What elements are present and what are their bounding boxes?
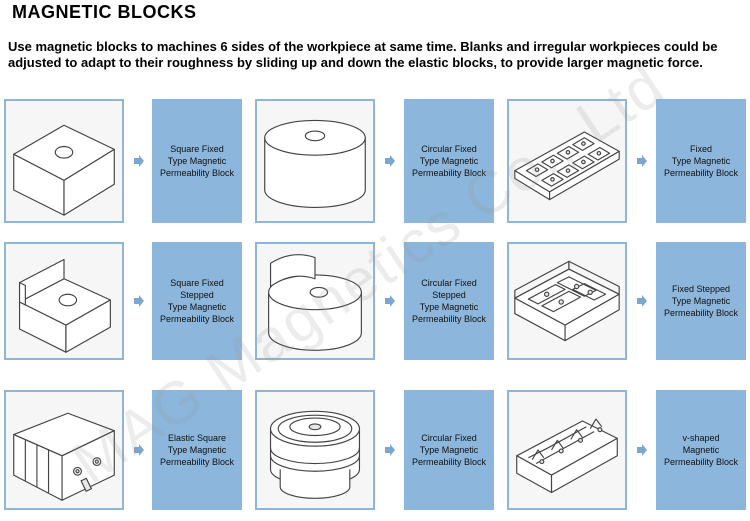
arrow-icon xyxy=(637,155,647,167)
stepped-square-block-icon xyxy=(18,258,111,353)
arrow-icon xyxy=(385,295,395,307)
arrow-icon xyxy=(134,295,144,307)
product-image-4 xyxy=(4,242,124,360)
page-title: MAGNETIC BLOCKS xyxy=(12,2,197,22)
product-label-4: Square Fixed Stepped Type Magnetic Perme… xyxy=(152,242,242,360)
arrow-icon xyxy=(385,444,395,456)
round-block-icon xyxy=(264,119,366,208)
ringed-round-block-icon xyxy=(269,410,361,499)
stepped-plate-block-icon xyxy=(514,260,620,342)
product-image-2 xyxy=(255,99,375,223)
arrow-icon xyxy=(134,155,144,167)
product-image-5 xyxy=(255,242,375,360)
description-text: Use magnetic blocks to machines 6 sides … xyxy=(8,39,718,70)
product-label-1: Square Fixed Type Magnetic Permeability … xyxy=(152,99,242,223)
product-image-1 xyxy=(4,99,124,223)
elastic-square-block-icon xyxy=(13,412,115,501)
multi-pole-block-icon xyxy=(514,131,620,201)
product-image-8 xyxy=(255,390,375,510)
stepped-round-block-icon xyxy=(268,254,362,351)
product-image-7 xyxy=(4,390,124,510)
product-label-3: Fixed Type Magnetic Permeability Block xyxy=(656,99,746,223)
product-label-7: Elastic Square Type Magnetic Permeabilit… xyxy=(152,390,242,510)
product-label-6: Fixed Stepped Type Magnetic Permeability… xyxy=(656,242,746,360)
arrow-icon xyxy=(134,444,144,456)
product-image-9 xyxy=(507,390,627,510)
v-shaped-block-icon xyxy=(516,418,618,494)
product-label-2: Circular Fixed Type Magnetic Permeabilit… xyxy=(404,99,494,223)
product-image-3 xyxy=(507,99,627,223)
product-label-9: v-shaped Magnetic Permeability Block xyxy=(656,390,746,510)
arrow-icon xyxy=(637,295,647,307)
product-label-5: Circular Fixed Stepped Type Magnetic Per… xyxy=(404,242,494,360)
arrow-icon xyxy=(637,444,647,456)
product-label-8: Circular Fixed Type Magnetic Permeabilit… xyxy=(404,390,494,510)
product-image-6 xyxy=(507,242,627,360)
square-block-icon xyxy=(13,124,115,216)
arrow-icon xyxy=(385,155,395,167)
